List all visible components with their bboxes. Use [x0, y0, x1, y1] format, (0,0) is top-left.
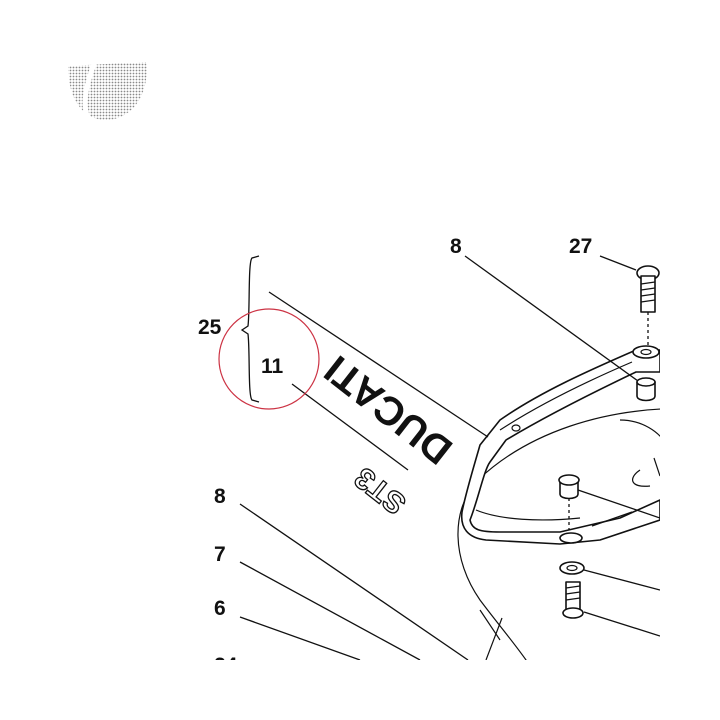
- callout-7: 7: [214, 543, 226, 566]
- fairing-shell: [457, 408, 660, 660]
- callout-25: 25: [198, 316, 222, 339]
- ducati-shield-icon: [68, 62, 147, 121]
- callout-24: 24: [214, 654, 238, 677]
- ducati-decal: DUCATI: [317, 347, 461, 473]
- group-bracket-25: [240, 255, 260, 403]
- windscreen-bracket: [460, 349, 660, 545]
- callout-27: 27: [569, 235, 592, 258]
- highlight-circle: [218, 308, 320, 410]
- leader-lines: [239, 255, 660, 660]
- grommet-8-top: [636, 377, 656, 402]
- callout-11: 11: [261, 355, 284, 378]
- screw-27: [632, 265, 660, 359]
- st3-decal: ST3: [348, 460, 413, 521]
- callout-6: 6: [214, 597, 226, 620]
- decal-model-text: ST3: [349, 461, 413, 521]
- lower-fastener-stack: [558, 474, 585, 619]
- callout-8-top: 8: [450, 235, 462, 258]
- callout-8-left: 8: [214, 485, 226, 508]
- decal-brand-text: DUCATI: [317, 347, 461, 473]
- callout-24-clip: 24: [214, 654, 238, 677]
